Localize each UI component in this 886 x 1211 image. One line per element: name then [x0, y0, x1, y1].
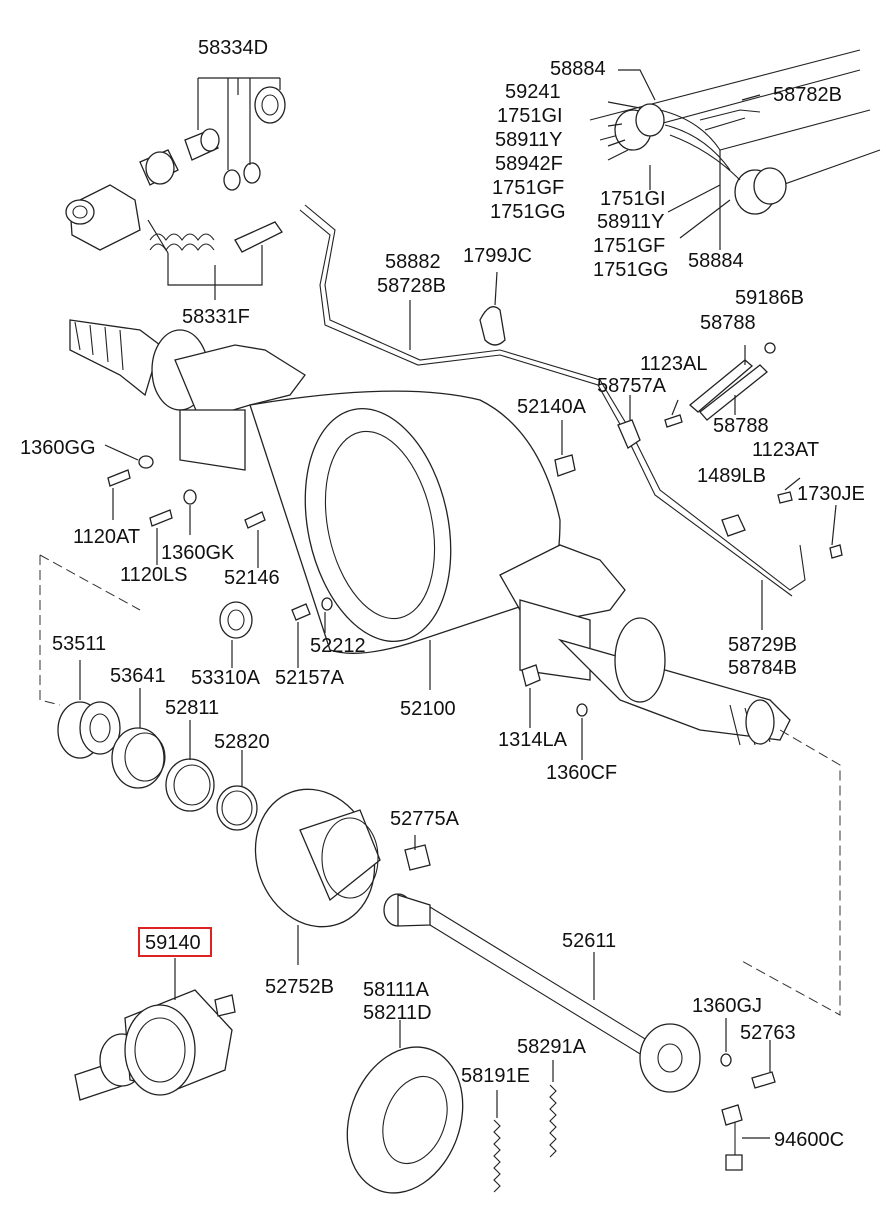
valve-assembly-drawing [65, 77, 286, 300]
fasteners-left-drawing [104, 420, 588, 760]
label-52820[interactable]: 52820 [214, 731, 270, 753]
backing-plate-drawing [346, 1020, 464, 1194]
label-1360GK[interactable]: 1360GK [161, 542, 235, 564]
labels: 58334D 58331F 58884 59241 1751GI 58911Y … [20, 37, 865, 1151]
label-1360GG[interactable]: 1360GG [20, 437, 96, 459]
label-1751GI-right[interactable]: 1751GI [600, 188, 666, 210]
label-58111A[interactable]: 58111A [363, 979, 430, 1001]
label-52611[interactable]: 52611 [562, 930, 616, 952]
label-58334D[interactable]: 58334D [198, 37, 268, 59]
label-58331F[interactable]: 58331F [182, 306, 250, 328]
label-59186B[interactable]: 59186B [735, 287, 804, 309]
highlight-box-59140 [138, 927, 212, 957]
label-1360GJ[interactable]: 1360GJ [692, 995, 762, 1017]
label-52752B[interactable]: 52752B [265, 976, 334, 998]
label-52763[interactable]: 52763 [740, 1022, 796, 1044]
label-1751GF-left[interactable]: 1751GF [492, 177, 564, 199]
label-94600C[interactable]: 94600C [774, 1129, 844, 1151]
label-52157A[interactable]: 52157A [275, 667, 345, 689]
label-1314LA[interactable]: 1314LA [498, 729, 568, 751]
label-1489LB[interactable]: 1489LB [697, 465, 766, 487]
sensor-drawing [721, 1104, 770, 1171]
label-52100[interactable]: 52100 [400, 698, 456, 720]
label-52811[interactable]: 52811 [165, 697, 219, 719]
label-52212[interactable]: 52212 [310, 635, 366, 657]
label-1360CF[interactable]: 1360CF [546, 762, 617, 784]
rod-drawing [664, 342, 843, 559]
label-53511[interactable]: 53511 [52, 633, 106, 655]
label-1751GG-left[interactable]: 1751GG [490, 201, 566, 223]
label-59140[interactable]: 59140 [145, 932, 201, 954]
label-58757A[interactable]: 58757A [597, 375, 667, 397]
cable-assembly-drawing [589, 49, 881, 250]
label-1120LS[interactable]: 1120LS [120, 564, 187, 586]
label-1123AT[interactable]: 1123AT [752, 439, 819, 461]
label-58782B[interactable]: 58782B [773, 84, 842, 106]
axle-shaft-drawing [383, 893, 776, 1093]
label-53641[interactable]: 53641 [110, 665, 166, 687]
hub-59140-drawing [74, 958, 236, 1101]
label-1120AT[interactable]: 1120AT [73, 526, 140, 548]
label-58911Y-right[interactable]: 58911Y [597, 211, 664, 233]
label-58784B[interactable]: 58784B [728, 657, 797, 679]
label-1751GF-right[interactable]: 1751GF [593, 235, 665, 257]
label-1751GG-right[interactable]: 1751GG [593, 259, 669, 281]
label-1799JC[interactable]: 1799JC [463, 245, 532, 267]
label-58211D[interactable]: 58211D [363, 1002, 432, 1024]
label-58191E[interactable]: 58191E [461, 1065, 530, 1087]
label-58884-top[interactable]: 58884 [550, 58, 606, 80]
brake-pipe-drawing [299, 204, 806, 630]
label-1751GI-left[interactable]: 1751GI [497, 105, 563, 127]
label-58729B[interactable]: 58729B [728, 634, 797, 656]
label-53310A[interactable]: 53310A [191, 667, 261, 689]
label-1123AL[interactable]: 1123AL [640, 353, 707, 375]
label-58728B[interactable]: 58728B [377, 275, 446, 297]
label-58911Y-left[interactable]: 58911Y [495, 129, 562, 151]
label-52775A[interactable]: 52775A [390, 808, 460, 830]
label-59241[interactable]: 59241 [505, 81, 561, 103]
spring-drawing [493, 1060, 557, 1193]
label-58788-bottom[interactable]: 58788 [713, 415, 769, 437]
label-58884-bottom[interactable]: 58884 [688, 250, 744, 272]
gear-parts-drawing [57, 660, 258, 831]
label-52140A[interactable]: 52140A [517, 396, 587, 418]
label-1730JE[interactable]: 1730JE [797, 483, 865, 505]
label-58788-top[interactable]: 58788 [700, 312, 756, 334]
label-58942F[interactable]: 58942F [495, 153, 563, 175]
label-52146[interactable]: 52146 [224, 567, 280, 589]
dashed-reference-lines [39, 554, 841, 1016]
label-58291A[interactable]: 58291A [517, 1036, 587, 1058]
carrier-drawing [254, 788, 431, 965]
axle-housing-drawing [69, 319, 791, 746]
label-58882[interactable]: 58882 [385, 251, 441, 273]
